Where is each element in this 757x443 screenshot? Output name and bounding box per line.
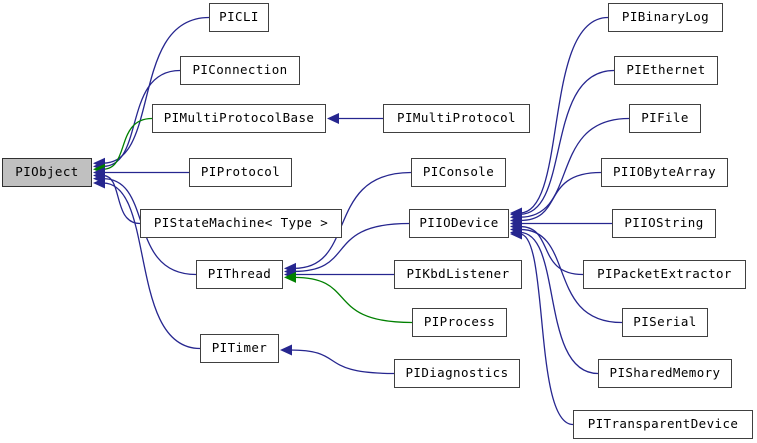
class-node-label: PITimer (211, 340, 268, 356)
class-node-label: PIConnection (192, 62, 288, 78)
class-node-label: PIConsole (422, 164, 495, 180)
edge-pimultiprotocolbase-to-piobject (102, 117, 153, 170)
class-node-label: PITransparentDevice (587, 416, 739, 432)
class-node-piserial[interactable]: PISerial (622, 308, 708, 337)
arrowhead-pimultiprotocol-to-pimultiprotocolbase (327, 113, 339, 124)
class-node-label: PIObject (15, 164, 79, 180)
class-node-pistatemachine[interactable]: PIStateMachine< Type > (140, 209, 342, 238)
class-node-label: PIDiagnostics (405, 365, 509, 381)
class-node-label: PIMultiProtocol (397, 110, 516, 126)
edge-pidiagnostics-to-pitimer (289, 349, 395, 375)
class-node-label: PIEthernet (626, 62, 706, 78)
class-node-piiobytearray[interactable]: PIIOByteArray (601, 158, 728, 187)
edge-pistatemachine-to-piobject (102, 174, 141, 225)
arrowhead-piprocess-to-pithread (284, 271, 296, 283)
edge-piprocess-to-pithread (293, 276, 413, 324)
class-node-label: PIKbdListener (406, 266, 510, 282)
class-node-label: PIStateMachine< Type > (153, 215, 329, 231)
class-node-pisharedmemory[interactable]: PISharedMemory (598, 359, 732, 388)
class-node-label: PIFile (641, 110, 689, 126)
edge-piserial-to-piiodevice (519, 228, 623, 324)
class-node-label: PISerial (633, 314, 697, 330)
class-node-pitransparentdevice[interactable]: PITransparentDevice (573, 410, 753, 439)
class-node-label: PIMultiProtocolBase (163, 110, 315, 126)
class-node-label: PIIOByteArray (612, 164, 717, 180)
edge-piiobytearray-to-piiodevice (519, 171, 602, 222)
class-node-piconsole[interactable]: PIConsole (411, 158, 506, 187)
class-node-pifile[interactable]: PIFile (629, 104, 701, 133)
edge-pitransparentdevice-to-piiodevice (519, 233, 574, 426)
edge-pipacketextractor-to-piiodevice (519, 225, 584, 276)
class-node-label: PIThread (207, 266, 272, 282)
class-node-label: PIIODevice (419, 215, 499, 231)
class-node-pitimer[interactable]: PITimer (200, 334, 279, 363)
edge-piethernet-to-piiodevice (519, 69, 615, 215)
class-node-label: PIProtocol (200, 164, 281, 180)
arrowhead-pitimer-to-piobject (93, 177, 105, 189)
class-node-pipacketextractor[interactable]: PIPacketExtractor (583, 260, 746, 289)
class-node-piiostring[interactable]: PIIOString (612, 209, 716, 238)
class-node-pimultiprotocolbase[interactable]: PIMultiProtocolBase (152, 104, 326, 133)
edge-piiodevice-to-pithread (293, 222, 410, 273)
class-node-piobject[interactable]: PIObject (2, 158, 92, 187)
class-node-label: PICLI (219, 9, 259, 25)
class-node-label: PIIOString (624, 215, 704, 231)
edge-piconsole-to-pithread (293, 171, 412, 270)
class-node-label: PISharedMemory (609, 365, 721, 381)
class-node-pimultiprotocol[interactable]: PIMultiProtocol (383, 104, 530, 133)
edge-picli-to-piobject (102, 16, 210, 164)
class-node-label: PIProcess (423, 314, 496, 330)
class-node-picli[interactable]: PICLI (209, 3, 269, 32)
class-node-piprocess[interactable]: PIProcess (412, 308, 507, 337)
arrowhead-pidiagnostics-to-pitimer (280, 344, 292, 356)
class-node-piconnection[interactable]: PIConnection (180, 56, 300, 85)
class-node-piiodevice[interactable]: PIIODevice (409, 209, 509, 238)
arrowhead-pitransparentdevice-to-piiodevice (510, 228, 522, 240)
edge-pisharedmemory-to-piiodevice (519, 231, 599, 375)
class-node-pikbdlistener[interactable]: PIKbdListener (394, 260, 522, 289)
class-node-label: PIPacketExtractor (597, 266, 732, 282)
class-node-pithread[interactable]: PIThread (196, 260, 283, 289)
class-node-pibinarylog[interactable]: PIBinaryLog (608, 3, 723, 32)
edge-pibinarylog-to-piiodevice (519, 16, 609, 214)
class-node-label: PIBinaryLog (621, 9, 710, 25)
class-node-piethernet[interactable]: PIEthernet (614, 56, 718, 85)
edge-pitimer-to-piobject (102, 182, 201, 350)
class-node-pidiagnostics[interactable]: PIDiagnostics (394, 359, 520, 388)
edge-pifile-to-piiodevice (519, 117, 630, 218)
class-node-piprotocol[interactable]: PIProtocol (189, 158, 292, 187)
